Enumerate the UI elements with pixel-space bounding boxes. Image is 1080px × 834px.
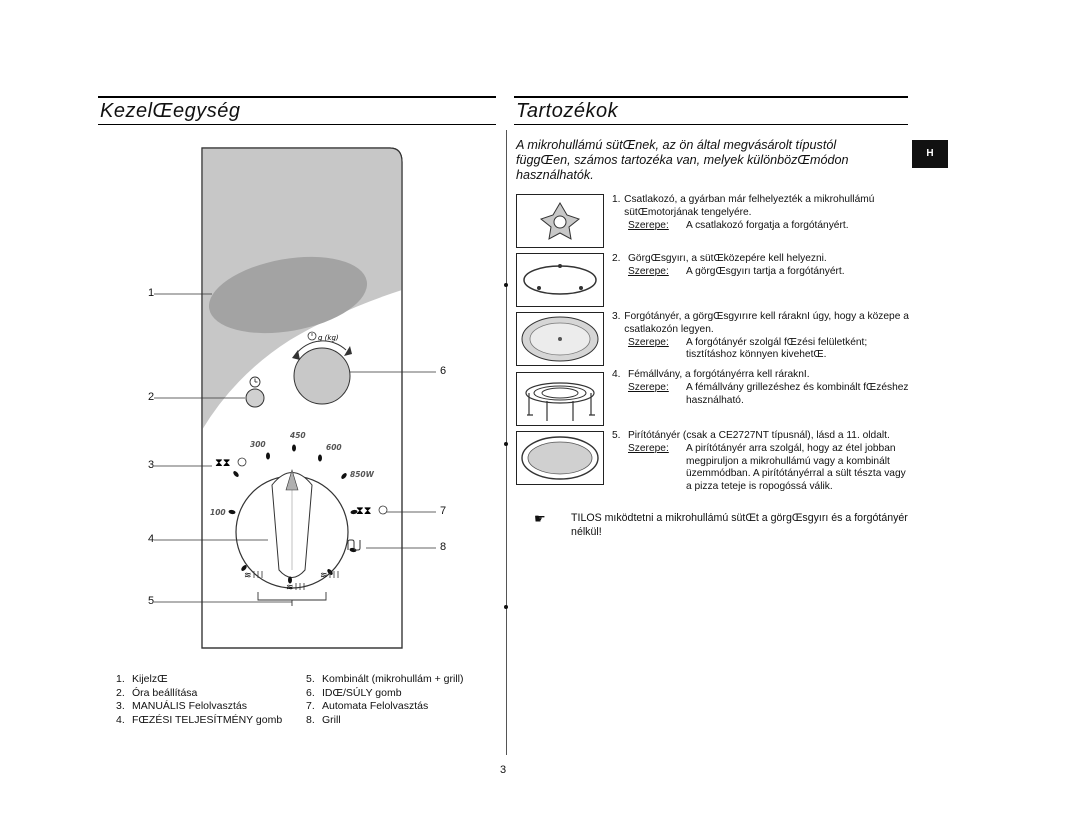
callout-4: 4 — [148, 533, 155, 545]
svg-text:≋: ≋ — [320, 571, 328, 581]
legend-item: 3.MANUÁLIS Felolvasztás — [116, 700, 247, 712]
svg-text:g (kg): g (kg) — [318, 334, 339, 342]
svg-text:⧗⧗: ⧗⧗ — [215, 456, 230, 469]
turntable-image — [516, 312, 604, 366]
legend-item: 8.Grill — [306, 713, 341, 726]
dial-label-450: 450 — [290, 431, 306, 440]
right-title-underline — [514, 124, 908, 125]
callout-3: 3 — [148, 459, 155, 471]
legend-item: 1.KijelzŒ — [116, 673, 168, 685]
callout-6: 6 — [440, 365, 447, 377]
legend-item: 5.Kombinált (mikrohullám + grill) — [306, 673, 464, 685]
callout-8: 8 — [440, 541, 447, 553]
warning-note: ☛ TILOS mıködtetni a mikrohullámú sütŒt … — [534, 512, 914, 539]
left-title-rule — [98, 96, 496, 98]
combination-icon-middle: ≋ — [286, 583, 305, 593]
dial-label-300: 300 — [250, 440, 266, 449]
display-window — [208, 256, 368, 334]
accessory-item-2: 2.GörgŒsgyırı, a sütŒközepére kell helye… — [612, 253, 845, 277]
dial-label-100: 100 — [210, 508, 226, 517]
accessory-item-4: 4.Fémállvány, a forgótányérra kell rárak… — [612, 369, 909, 406]
punch-hole-marker — [504, 283, 508, 287]
svg-text:≋: ≋ — [244, 571, 252, 581]
roller-ring-image — [516, 253, 604, 307]
warning-text: TILOS mıködtetni a mikrohullámú sütŒt a … — [571, 512, 908, 538]
svg-text:⧗⧗: ⧗⧗ — [356, 504, 371, 517]
legend-item: 6.IDŒ/SÚLY gomb — [306, 686, 402, 699]
clock-icon — [249, 376, 261, 388]
language-tab: H — [912, 140, 948, 168]
legend-item: 7.Automata Felolvasztás — [306, 700, 429, 712]
control-panel-illustration: g (kg) 300 450 600 850W 100 ⧗⧗ ⧗⧗ — [154, 147, 436, 649]
coupler-image — [516, 194, 604, 248]
legend-col-2: 5.Kombinált (mikrohullám + grill) 6.IDŒ/… — [306, 673, 486, 727]
svg-text:≋: ≋ — [286, 583, 294, 593]
clock-set-button — [245, 388, 265, 408]
intro-text: A mikrohullámú sütŒnek, az ön által megv… — [516, 138, 849, 182]
accessory-item-1: 1.Csatlakozó, a gyárban már felhelyezték… — [612, 194, 875, 231]
callout-1: 1 — [148, 287, 155, 299]
clock-weight-icon — [307, 331, 317, 341]
manual-defrost-icon: ⧗⧗ — [215, 456, 247, 469]
metal-rack-image — [516, 372, 604, 426]
right-title-rule — [514, 96, 908, 98]
dial-label-600: 600 — [326, 443, 342, 452]
pointing-hand-icon: ☛ — [534, 511, 546, 526]
time-weight-knob — [293, 347, 351, 405]
legend-item: 2.Óra beállítása — [116, 686, 198, 699]
crusty-plate-image — [516, 431, 604, 485]
combination-icon-left: ≋ — [244, 571, 263, 581]
page-number: 3 — [500, 764, 507, 776]
callout-7: 7 — [440, 505, 447, 517]
right-section-title: Tartozékok — [516, 100, 619, 122]
callout-2: 2 — [148, 391, 155, 403]
auto-defrost-icon: ⧗⧗ — [356, 504, 388, 517]
punch-hole-marker — [504, 442, 508, 446]
callout-5: 5 — [148, 595, 155, 607]
legend-item: 4.FŒZÉSI TELJESÍTMÉNY gomb — [116, 713, 283, 726]
accessory-item-5: 5.Pirítótányér (csak a CE2727NT típusnál… — [612, 430, 906, 493]
left-section-title: KezelŒegység — [100, 100, 241, 122]
punch-hole-marker — [504, 605, 508, 609]
accessory-item-3: 3.Forgótányér, a görgŒsgyırıre kell rára… — [612, 311, 909, 361]
grill-icon — [347, 539, 361, 551]
legend-col-1: 1.KijelzŒ 2.Óra beállítása 3.MANUÁLIS Fe… — [116, 673, 296, 727]
combination-icon-right: ≋ — [320, 571, 339, 581]
dial-label-850w: 850W — [350, 470, 375, 479]
left-title-underline — [98, 124, 496, 125]
